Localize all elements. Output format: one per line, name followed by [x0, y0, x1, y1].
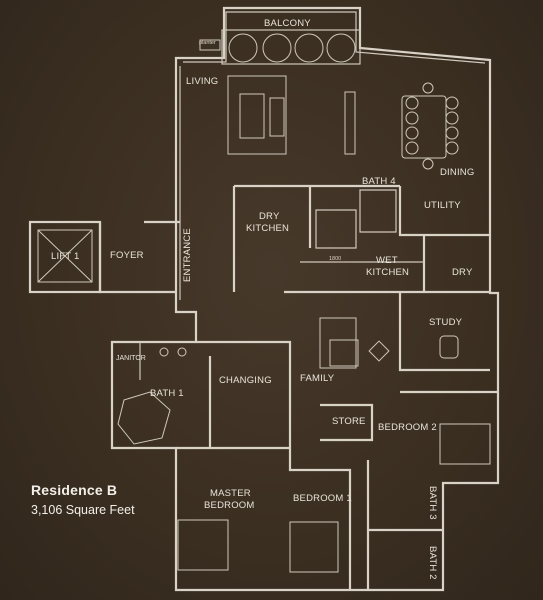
label-lift: LIFT 1 [51, 251, 79, 262]
label-bath-1: BATH 1 [150, 388, 184, 399]
label-bedroom-1: BEDROOM 1 [293, 493, 352, 504]
label-planter: planter [199, 40, 216, 46]
residence-caption: Residence B 3,106 Square Feet [31, 482, 135, 517]
room-labels: BALCONY planter LIVING DINING BATH 4 UTI… [51, 18, 474, 580]
label-balcony: BALCONY [264, 18, 311, 29]
label-dry: DRY [452, 267, 473, 278]
residence-area: 3,106 Square Feet [31, 503, 135, 517]
label-bedroom-2: BEDROOM 2 [378, 422, 437, 433]
outer-wall [110, 6, 500, 592]
label-utility: UTILITY [424, 200, 461, 211]
label-janitor: JANITOR [116, 355, 146, 362]
label-entrance: ENTRANCE [182, 228, 193, 282]
label-bath-2: BATH 2 [427, 546, 438, 580]
label-store: STORE [332, 416, 366, 427]
label-living: LIVING [186, 76, 218, 87]
label-dining: DINING [440, 167, 474, 178]
label-master-1: MASTER [210, 488, 251, 499]
label-dry-kitchen-1: DRY [259, 211, 280, 222]
label-dimension: 1800 [329, 256, 341, 262]
label-bath-4: BATH 4 [362, 176, 396, 187]
residence-title: Residence B [31, 482, 118, 498]
label-master-2: BEDROOM [204, 500, 255, 511]
label-wet-kitchen-2: KITCHEN [366, 267, 409, 278]
living-dining-area [227, 75, 459, 170]
label-study: STUDY [429, 317, 463, 328]
lift-shaft [28, 220, 102, 294]
label-wet-kitchen-1: WET [376, 255, 398, 266]
balcony-area [199, 29, 361, 65]
exterior-walls [110, 6, 500, 592]
label-foyer: FOYER [110, 250, 144, 261]
label-bath-3: BATH 3 [427, 486, 438, 520]
family-study-walls [117, 292, 498, 590]
label-changing: CHANGING [219, 375, 272, 386]
label-dry-kitchen-2: KITCHEN [246, 223, 289, 234]
label-family: FAMILY [300, 373, 335, 384]
